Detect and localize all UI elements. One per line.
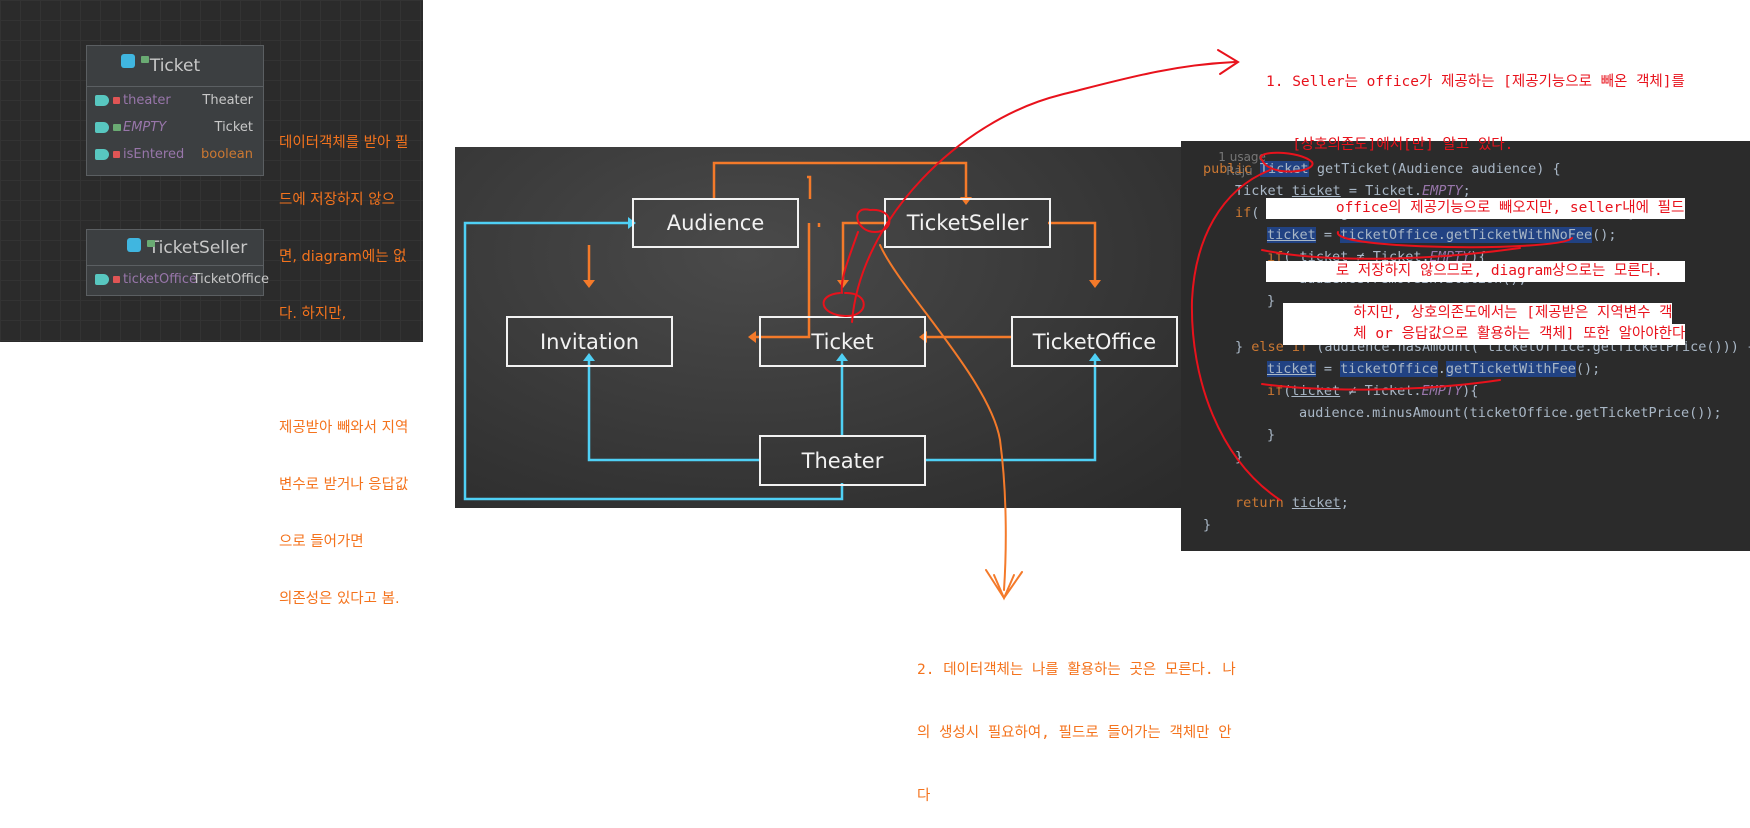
code-line: ticket = ticketOffice.getTicketWithFee()… (1267, 361, 1601, 377)
arrowhead (583, 280, 595, 288)
code-line: } (1203, 517, 1212, 533)
uml-note-line: 의존성은 있다고 봄. (279, 591, 400, 607)
code-line: return ticket; (1235, 495, 1349, 511)
private-lock-icon (113, 151, 120, 158)
public-lock-icon (141, 56, 149, 63)
arrowhead (748, 331, 756, 343)
uml-note-line: 드에 저장하지 않으 (279, 192, 395, 208)
arrowhead (1089, 353, 1101, 361)
orange-annotation-line: 2. 데이터객체는 나를 활용하는 곳은 모른다. 나 (917, 662, 1236, 678)
field-type: Ticket (214, 120, 253, 135)
uml-field-row: EMPTY Ticket (87, 114, 263, 141)
uml-class-title: Ticket (149, 56, 201, 76)
uml-class-title: TicketSeller (148, 237, 248, 258)
arrow-ticketseller-audience (807, 175, 812, 199)
arrow-theater-ticketoffice (925, 359, 1097, 462)
uml-note: 데이터객체를 받아 필 드에 저장하지 않으 면, diagram에는 없 다.… (279, 96, 408, 647)
arrow-theater-audience (463, 221, 844, 501)
node-invitation: Invitation (506, 316, 673, 367)
code-line: } (1235, 449, 1244, 465)
uml-note-line: 데이터객체를 받아 필 (279, 135, 409, 151)
red-annotation-line: 1. Seller는 office가 제공하는 [제공기능으로 빼온 객체]를 (1266, 74, 1685, 90)
uml-diagram-panel: Ticket theater Theater EMPTY Ticket isEn… (0, 0, 423, 607)
red-annotation-line: [상호의존도]에서[만] 알고 있다. (1266, 137, 1514, 153)
arrow-audience-ticketseller (712, 161, 968, 199)
red-annotation-line: 체 or 응답값으로 활용하는 객체] 또한 알아야한다 (1283, 324, 1686, 345)
field-name: ticketOffice (123, 272, 197, 287)
field-name: isEntered (123, 147, 185, 162)
uml-note-line: 면, diagram에는 없 (279, 249, 407, 265)
uml-note-line: 제공받아 빼와서 지역 (279, 420, 409, 436)
orange-annotation-line: 다 (917, 788, 931, 804)
arrowhead (1089, 280, 1101, 288)
node-theater: Theater (759, 435, 926, 486)
uml-note-line: 다. 하지만, (279, 306, 347, 322)
public-lock-icon (147, 240, 155, 247)
field-type: boolean (201, 147, 253, 162)
private-lock-icon (113, 97, 120, 104)
red-annotation-line: office의 제공기능으로 빼오지만, seller내에 필드 (1266, 198, 1686, 219)
code-line: } (1267, 427, 1276, 443)
red-annotation: 1. Seller는 office가 제공하는 [제공기능으로 빼온 객체]를 … (1266, 30, 1686, 345)
uml-note-line: 으로 들어가면 (279, 534, 364, 550)
private-lock-icon (113, 276, 120, 283)
field-icon (95, 122, 109, 133)
red-annotation-line: 하지만, 상호의존도에서는 [제공받은 지역변수 객 (1283, 303, 1673, 324)
class-icon (127, 238, 141, 252)
node-ticketoffice: TicketOffice (1011, 316, 1178, 367)
uml-class-header: TicketSeller (87, 230, 263, 266)
node-ticketseller: TicketSeller (884, 198, 1051, 248)
node-audience: Audience (632, 198, 799, 248)
code-line: audience.minusAmount(ticketOffice.getTic… (1299, 405, 1722, 421)
field-name: theater (123, 93, 171, 108)
field-type: TicketOffice (192, 272, 269, 287)
orange-arrowhead (985, 569, 1023, 600)
public-lock-icon (113, 124, 121, 131)
node-ticket: Ticket (759, 316, 926, 367)
arrowhead (836, 353, 848, 361)
arrow-theater-invitation (587, 359, 760, 462)
uml-field-row: isEntered boolean (87, 141, 263, 168)
field-icon (95, 149, 109, 160)
uml-note-line (279, 362, 408, 381)
uml-field-row: theater Theater (87, 87, 263, 114)
code-line: if(ticket ≠ Ticket.EMPTY){ (1267, 383, 1479, 399)
uml-class-ticket[interactable]: Ticket theater Theater EMPTY Ticket isEn… (86, 45, 264, 176)
arrowhead (837, 280, 849, 288)
class-icon (121, 54, 135, 68)
orange-annotation: 2. 데이터객체는 나를 활용하는 곳은 모른다. 나 의 생성시 필요하여, … (917, 618, 1236, 828)
red-annotation-line: 로 저장하지 않으므로, diagram상으로는 모른다. (1266, 261, 1686, 282)
uml-class-header: Ticket (87, 46, 263, 87)
field-icon (95, 274, 109, 285)
arrow-ticketseller-ticketoffice (1048, 221, 1097, 282)
uml-note-line: 변수로 받거나 응답값 (279, 477, 409, 493)
field-icon (95, 95, 109, 106)
arrow-ticketseller-ticket (841, 221, 888, 282)
uml-class-ticketseller[interactable]: TicketSeller ticketOffice TicketOffice (86, 229, 269, 296)
arrow-audience-ticket (754, 223, 811, 339)
dependency-diagram-photo: Audience TicketSeller Invitation Ticket … (455, 147, 1186, 508)
red-arrowhead (1217, 49, 1240, 75)
arrowhead (583, 353, 595, 361)
orange-annotation-line: 의 생성시 필요하여, 필드로 들어가는 객체만 안 (917, 725, 1232, 741)
field-type: Theater (202, 93, 253, 108)
orange-arrowhead-2 (993, 574, 1015, 601)
uml-field-row: ticketOffice TicketOffice (87, 266, 269, 293)
field-name: EMPTY (123, 120, 167, 135)
